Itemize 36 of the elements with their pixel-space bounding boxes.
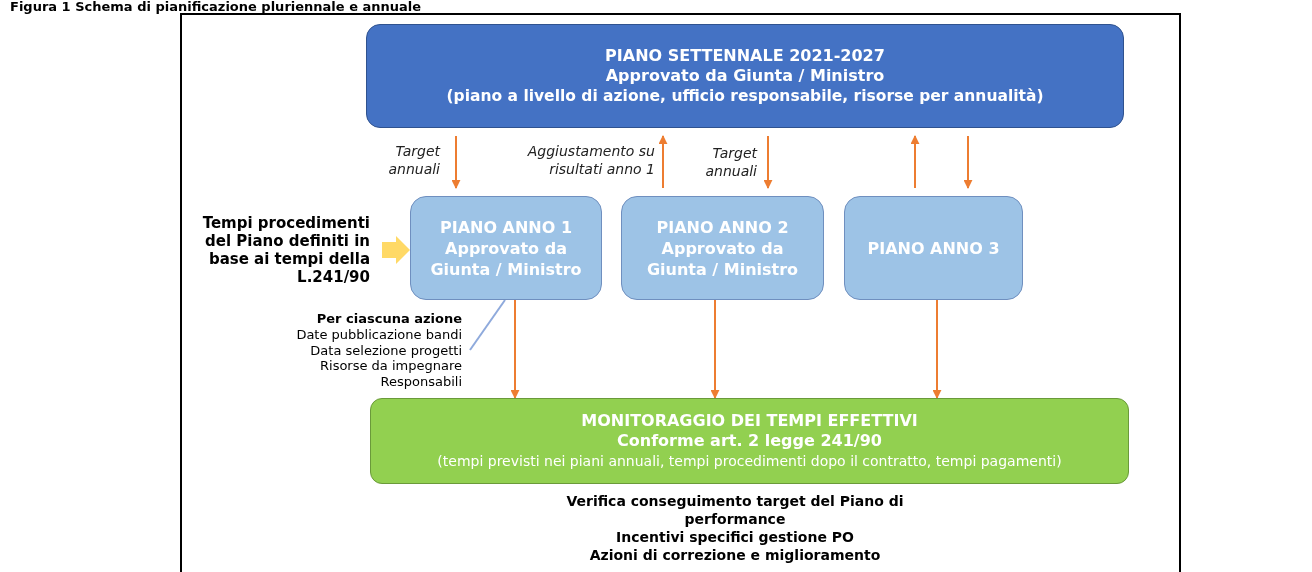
arrow [451,135,461,189]
box-heading: PIANO ANNO 2 [656,216,789,238]
note-text: Azioni di correzione e miglioramento [588,546,882,564]
box-heading: PIANO SETTENNALE 2021-2027 [605,46,885,66]
box-text: Approvato da Giunta / Ministro [645,237,800,280]
arrow [932,299,942,399]
arrow [763,135,773,189]
box-text: (tempi previsti nei piani annuali, tempi procedimenti dopo il contratto, tempi pagamenti) [437,452,1062,471]
arrow [510,299,520,399]
edge-label: Target annuali [387,142,440,178]
arrow [658,135,668,189]
arrow [963,135,973,189]
edge-label: Target annuali [704,144,757,180]
edge-label: Aggiustamento su risultati anno 1 [526,142,655,178]
plan-box [366,24,1124,128]
box-text: Conforme art. 2 legge 241/90 [617,431,882,451]
leader-line [469,299,506,351]
note-text: Date pubblicazione bandi Data selezione progetti Risorse da impegnare Responsabili [295,327,462,389]
note-text: Tempi procedimenti del Piano definiti in base ai tempi della L.241/90 [201,214,370,286]
figure-title: Figura 1 Schema di pianificazione pluriennale e annuale [10,0,422,14]
arrow [710,299,720,399]
block-arrow [382,236,410,264]
note-text: Per ciascuna azione [316,311,462,327]
plan-box [410,196,602,300]
box-text: Approvato da Giunta / Ministro [605,66,885,86]
plan-box [621,196,824,300]
box-heading: PIANO ANNO 3 [867,237,1000,259]
plan-box [844,196,1023,300]
box-heading: MONITORAGGIO DEI TEMPI EFFETTIVI [581,411,918,431]
box-heading: PIANO ANNO 1 [439,216,573,238]
box-text: (piano a livello di azione, ufficio responsabile, risorse per annualità) [446,86,1044,106]
note-text: Verifica conseguimento target del Piano di performance [565,492,905,528]
arrow [910,135,920,189]
monitoring-box [370,398,1129,484]
note-text: Incentivi specifici gestione PO [615,528,855,546]
box-text: Approvato da Giunta / Ministro [429,237,583,280]
